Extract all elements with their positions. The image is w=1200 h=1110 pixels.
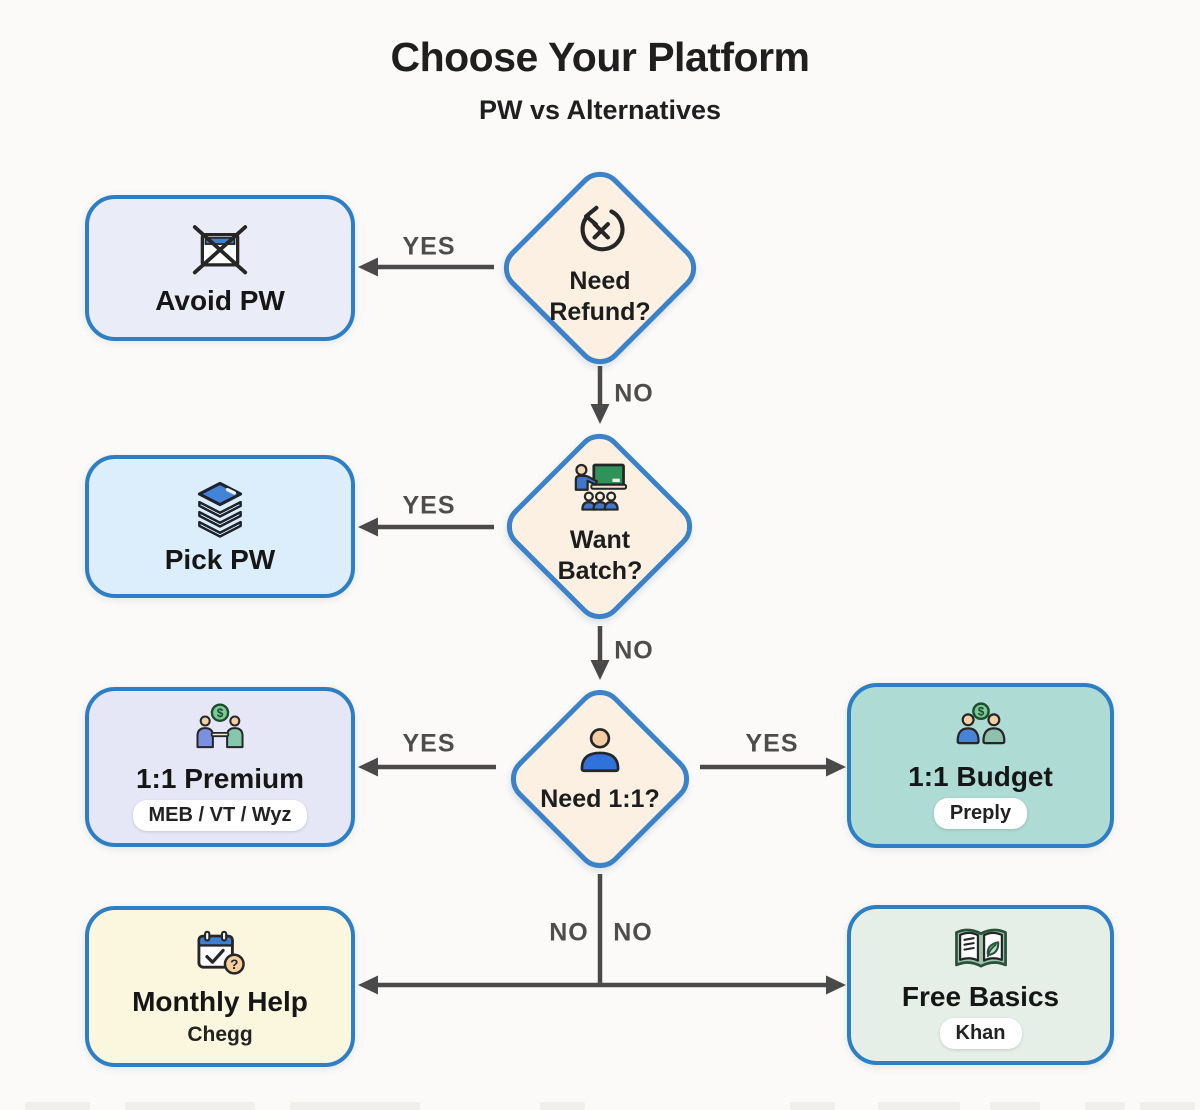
- edge-label-no: NO: [614, 636, 654, 665]
- edge-label-no: NO: [614, 379, 654, 408]
- bottom-artifact: [125, 1102, 255, 1110]
- outcome-label: Pick PW: [164, 544, 276, 575]
- outcome-chip: Preply: [933, 798, 1028, 829]
- bottom-artifact: [878, 1102, 960, 1110]
- edge-label-yes: YES: [402, 729, 456, 758]
- svg-text:$: $: [977, 706, 984, 719]
- page-title: Choose Your Platform: [390, 34, 810, 80]
- refund-cancel-icon: [571, 200, 629, 263]
- outcome-label: 1:1 Premium: [135, 763, 305, 794]
- decision-label: Want Batch?: [557, 526, 643, 585]
- decision-label: Need 1:1?: [540, 785, 660, 813]
- blocked-window-icon: [187, 222, 253, 280]
- tutors-money-icon: $: [188, 703, 252, 758]
- outcome-chip: Chegg: [187, 1023, 253, 1047]
- outcome-label: Free Basics: [901, 980, 1060, 1012]
- bottom-artifact: [25, 1102, 90, 1110]
- edge-label-yes: YES: [402, 232, 456, 261]
- bottom-artifact: [790, 1102, 835, 1110]
- decision-need-refund: Need Refund?: [505, 200, 695, 328]
- edge-label-yes: YES: [402, 491, 456, 520]
- outcome-label: 1:1 Budget: [908, 761, 1053, 792]
- bottom-artifact: [990, 1102, 1040, 1110]
- svg-text:?: ?: [230, 958, 238, 973]
- people-money-icon: $: [950, 702, 1012, 756]
- outcome-label: Monthly Help: [132, 986, 308, 1018]
- decision-want-batch: Want Batch?: [505, 460, 695, 587]
- classroom-icon: [569, 460, 631, 522]
- outcome-avoid-pw: Avoid PW: [85, 195, 355, 341]
- outcome-1on1-premium: $ 1:1 Premium MEB / VT / Wyz: [85, 687, 355, 847]
- person-icon: [572, 724, 628, 781]
- bottom-artifact: [1140, 1102, 1195, 1110]
- edge-label-no: NO: [549, 918, 589, 947]
- edge-label-yes: YES: [745, 729, 799, 758]
- bottom-artifact: [290, 1102, 420, 1110]
- layers-icon: [189, 479, 251, 539]
- decision-need-1on1: Need 1:1?: [505, 724, 695, 815]
- edge-label-no: NO: [613, 918, 653, 947]
- calendar-question-icon: ?: [189, 926, 251, 981]
- outcome-1on1-budget: $ 1:1 Budget Preply: [847, 683, 1114, 848]
- outcome-monthly-help: ? Monthly Help Chegg: [85, 906, 355, 1067]
- outcome-pick-pw: Pick PW: [85, 455, 355, 598]
- bottom-artifact: [1085, 1102, 1125, 1110]
- outcome-chip: MEB / VT / Wyz: [132, 800, 308, 831]
- outcome-chip: Khan: [939, 1017, 1022, 1049]
- book-leaf-icon: [949, 922, 1013, 976]
- bottom-artifact: [540, 1102, 585, 1110]
- page-subtitle: PW vs Alternatives: [478, 95, 722, 125]
- decision-label: Need Refund?: [549, 267, 651, 326]
- outcome-label: Avoid PW: [155, 284, 285, 316]
- svg-text:$: $: [217, 706, 224, 720]
- outcome-free-basics: Free Basics Khan: [847, 905, 1114, 1065]
